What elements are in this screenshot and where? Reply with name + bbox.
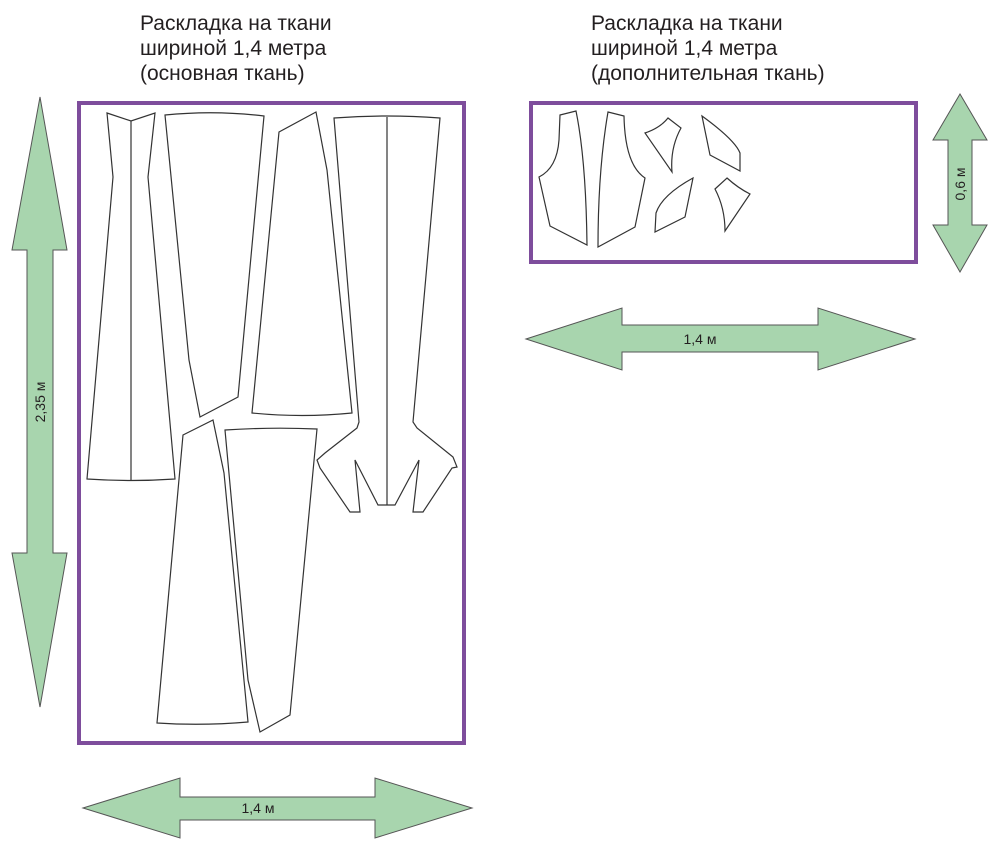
width-label: 1,4 м [684, 331, 717, 347]
pattern-piece-vest-right [597, 111, 646, 249]
height-dimension-arrow-extra: 0,6 м [932, 93, 988, 274]
pattern-piece-vest-left [538, 110, 588, 246]
pattern-piece-sleeve [316, 115, 458, 513]
title-line: (дополнительная ткань) [591, 62, 825, 85]
pattern-piece-skirt-panel-1 [156, 419, 249, 725]
pattern-piece-small-2 [701, 114, 741, 172]
width-dimension-arrow-main: 1,4 м [81, 777, 474, 839]
pattern-piece-small-4 [714, 177, 751, 233]
pattern-piece-back [86, 112, 176, 482]
height-label: 0,6 м [952, 168, 968, 201]
height-dimension-arrow-main: 2,35 м [11, 96, 68, 708]
pattern-piece-skirt-panel-2 [224, 427, 318, 733]
title-line: (основная ткань) [140, 62, 305, 85]
main-fabric-frame [77, 101, 466, 745]
title-line: Раскладка на ткани [591, 12, 783, 35]
title-line: Раскладка на ткани [140, 12, 332, 35]
width-label: 1,4 м [242, 800, 275, 816]
extra-fabric-frame [529, 101, 918, 264]
pattern-piece-small-3 [654, 176, 694, 233]
width-dimension-arrow-extra: 1,4 м [524, 307, 917, 371]
main-layout-title: Раскладка на ткани шириной 1,4 метра (ос… [140, 12, 332, 85]
title-line: шириной 1,4 метра [140, 37, 327, 60]
pattern-piece-small-1 [644, 117, 682, 175]
pattern-piece-side-front [164, 112, 265, 418]
height-label: 2,35 м [32, 382, 48, 423]
title-line: шириной 1,4 метра [591, 37, 778, 60]
pattern-piece-front [251, 111, 353, 417]
extra-layout-title: Раскладка на ткани шириной 1,4 метра (до… [591, 12, 825, 85]
